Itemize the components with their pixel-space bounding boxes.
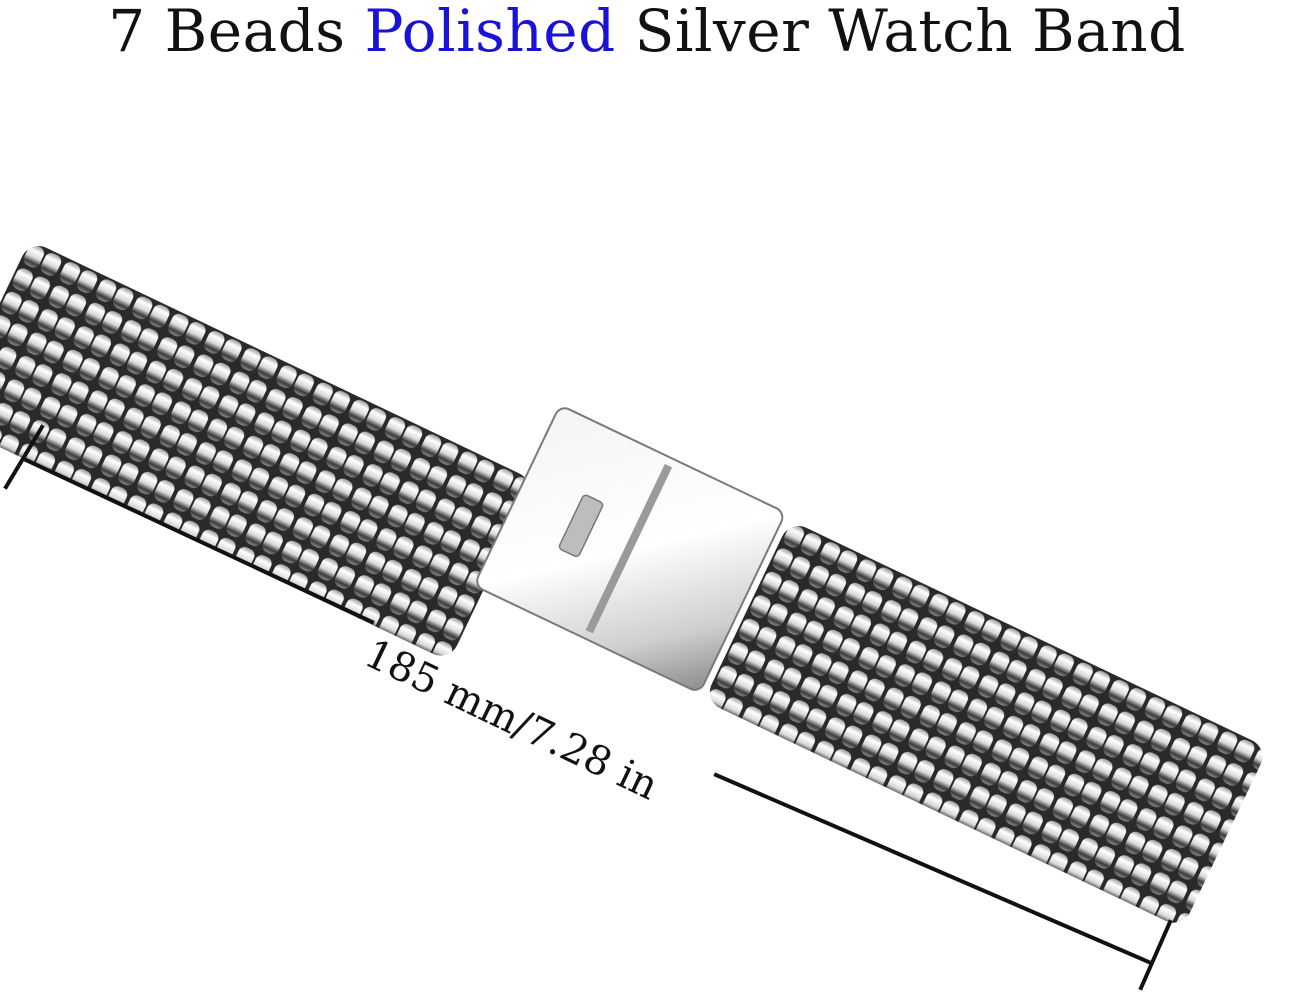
clasp [476,407,784,691]
title-highlight: Polished [364,0,616,65]
title-suffix: Silver Watch Band [615,0,1186,65]
page-title: 7 Beads Polished Silver Watch Band [0,0,1294,66]
band-left-section [0,245,530,656]
dimension-line [3,424,1173,991]
band-right-section [709,525,1263,923]
title-prefix: 7 Beads [108,0,365,65]
